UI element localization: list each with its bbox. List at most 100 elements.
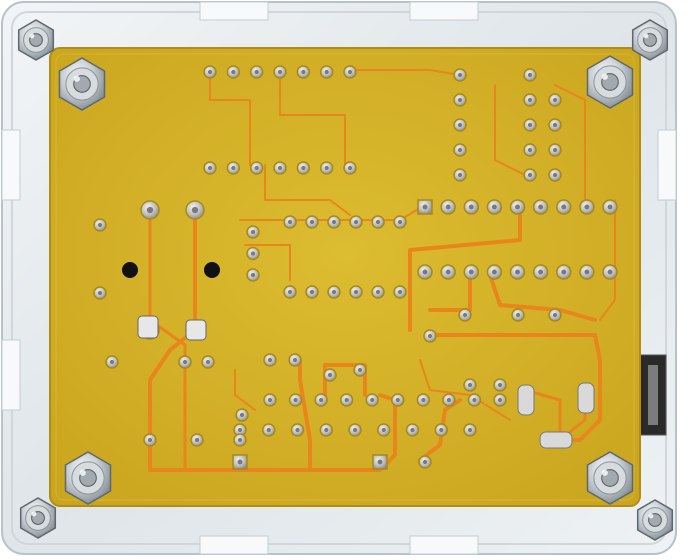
- solder-pad-icon: [296, 65, 311, 79]
- solder-pad-icon: [246, 268, 260, 282]
- solder-pad-icon: [273, 65, 287, 79]
- solder-pad-icon: [453, 68, 467, 82]
- hex-nut-icon: [586, 55, 634, 109]
- solder-pad-icon: [343, 65, 357, 79]
- solder-pad-icon: [246, 246, 260, 261]
- solder-pad-icon: [233, 423, 247, 437]
- solder-pad-icon: [343, 161, 357, 175]
- solder-pad-icon: [453, 118, 467, 132]
- solder-pad-icon: [327, 215, 341, 229]
- solder-pad-icon: [548, 118, 562, 132]
- solder-pad-icon: [283, 285, 297, 299]
- solder-pad-icon: [440, 264, 456, 280]
- solder-pad-icon: [391, 393, 405, 407]
- solder-pad-icon: [296, 161, 311, 175]
- solder-pad-icon: [372, 454, 388, 470]
- solder-pad-icon: [263, 393, 277, 407]
- hex-nut-icon: [58, 57, 106, 111]
- solder-pad-icon: [556, 199, 572, 215]
- solder-pad-icon: [314, 393, 328, 407]
- solder-pad-icon: [493, 378, 507, 392]
- solder-pad-icon: [93, 286, 107, 300]
- solder-pad-icon: [511, 308, 525, 322]
- solder-pad-icon: [232, 454, 248, 470]
- solder-pad-icon: [262, 423, 276, 437]
- solder-pad-icon: [442, 393, 456, 407]
- solder-pad-icon: [453, 143, 467, 157]
- solder-pad-icon: [463, 423, 477, 437]
- solder-pad-icon: [458, 308, 472, 322]
- solder-pad-icon: [523, 68, 537, 82]
- hex-nut-icon: [586, 451, 634, 505]
- solder-pad-icon: [463, 378, 477, 392]
- solder-pad-icon: [423, 329, 437, 343]
- solder-pad-icon: [105, 355, 119, 369]
- solder-pad-icon: [602, 264, 618, 280]
- solder-pad-icon: [140, 200, 160, 220]
- hex-nut-icon: [64, 451, 112, 505]
- solder-pad-icon: [288, 353, 302, 367]
- solder-pad-icon: [319, 65, 334, 79]
- solder-pad-icon: [579, 199, 595, 215]
- solder-pad-icon: [416, 393, 431, 407]
- solder-pad-icon: [305, 215, 319, 229]
- solder-pad-icon: [190, 433, 204, 447]
- hex-nut-icon: [631, 19, 669, 61]
- solder-pad-icon: [417, 264, 433, 280]
- solder-pad-icon: [467, 393, 482, 407]
- standoff-screws: [17, 19, 674, 541]
- solder-pad-icon: [263, 353, 277, 367]
- solder-pad-icon: [509, 264, 526, 280]
- solder-pad-icon: [418, 455, 432, 469]
- solder-pad-icon: [249, 65, 264, 79]
- solder-pad-icon: [417, 199, 433, 215]
- solder-pad-icon: [185, 200, 205, 220]
- solder-pad-icon: [463, 264, 479, 280]
- solder-pad-icon: [323, 368, 337, 382]
- solder-pad-icon: [339, 393, 354, 407]
- pcb-board: [49, 47, 641, 507]
- solder-pad-icon: [523, 143, 537, 157]
- solder-pad-icon: [305, 285, 319, 299]
- solder-pad-icon: [365, 393, 379, 407]
- solder-pad-icon: [273, 161, 287, 175]
- solder-pad-icon: [493, 393, 507, 407]
- solder-pad-icon: [602, 199, 618, 215]
- solder-pad-icon: [319, 423, 333, 437]
- solder-pad-icon: [548, 308, 562, 322]
- solder-pad-icon: [405, 423, 420, 437]
- solder-pad-icon: [348, 423, 362, 437]
- solder-pad-icon: [548, 93, 562, 107]
- solder-pad-icon: [548, 143, 562, 157]
- solder-pad-icon: [453, 168, 467, 182]
- solder-pad-icon: [532, 264, 549, 280]
- solder-pad-icon: [143, 433, 157, 447]
- solder-pad-icon: [349, 285, 363, 299]
- solder-pad-icon: [226, 161, 241, 175]
- solder-pad-icon: [178, 355, 192, 369]
- smd-parts: [137, 315, 595, 449]
- solder-pad-icon: [509, 199, 526, 215]
- solder-pad-icon: [393, 215, 407, 229]
- solder-pad-icon: [353, 363, 367, 377]
- solder-pad-icon: [486, 264, 503, 280]
- solder-pad-icon: [203, 65, 217, 79]
- solder-pad-icon: [434, 423, 448, 437]
- hex-nut-icon: [19, 497, 57, 539]
- solder-pad-icon: [453, 93, 467, 107]
- solder-pad-icon: [523, 93, 537, 107]
- solder-pad-icon: [283, 215, 297, 229]
- solder-pad-icon: [532, 199, 549, 215]
- solder-pad-icon: [226, 65, 241, 79]
- solder-pad-icon: [327, 285, 341, 299]
- solder-pad-icon: [349, 215, 363, 229]
- solder-pad-icon: [288, 393, 303, 407]
- solder-pad-icon: [548, 168, 562, 182]
- solder-pad-icon: [290, 423, 305, 437]
- hex-nut-icon: [636, 499, 674, 541]
- hex-nut-icon: [17, 19, 55, 61]
- solder-pad-icon: [203, 161, 217, 175]
- solder-pad-icon: [377, 423, 391, 437]
- solder-pad-icon: [579, 264, 595, 280]
